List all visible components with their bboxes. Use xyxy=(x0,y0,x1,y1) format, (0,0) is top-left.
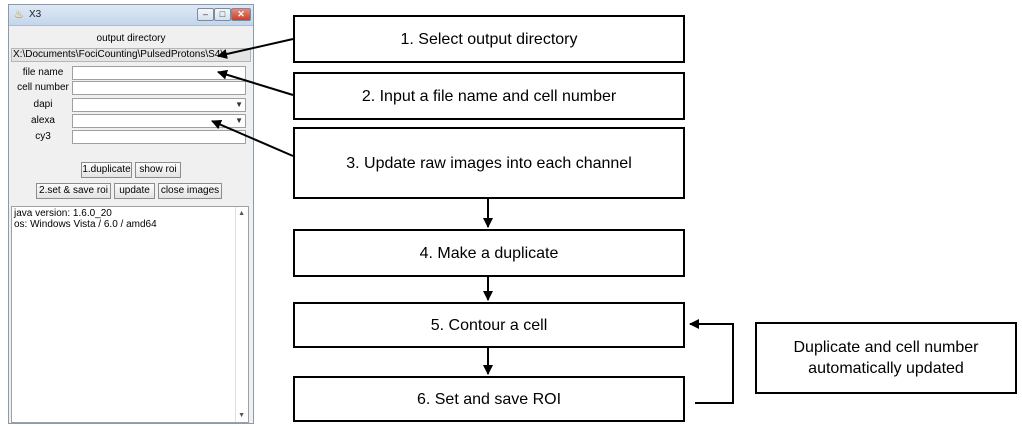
arrow-step1-to-path xyxy=(217,38,294,59)
step-4-box: 4. Make a duplicate xyxy=(293,229,685,277)
output-directory-path[interactable]: X:\Documents\FociCounting\PulsedProtons\… xyxy=(11,48,251,62)
scroll-down-icon[interactable]: ▼ xyxy=(238,412,245,419)
step-2-box: 2. Input a file name and cell number xyxy=(293,72,685,120)
java-cup-icon: ♨ xyxy=(14,9,24,21)
scroll-up-icon[interactable]: ▲ xyxy=(238,210,245,217)
step-1-box: 1. Select output directory xyxy=(293,15,685,63)
log-scrollbar[interactable]: ▲ ▼ xyxy=(235,207,248,422)
file-name-field[interactable] xyxy=(72,66,246,80)
cy3-field[interactable] xyxy=(72,130,246,144)
step-6-box: 6. Set and save ROI xyxy=(293,376,685,422)
file-name-label: file name xyxy=(22,67,64,78)
alexa-label: alexa xyxy=(31,115,55,126)
step-3-box: 3. Update raw images into each channel xyxy=(293,127,685,199)
cell-number-label: cell number xyxy=(17,82,69,93)
step-4-text: 4. Make a duplicate xyxy=(419,244,559,262)
output-directory-label: output directory xyxy=(96,33,166,44)
log-line: os: Windows Vista / 6.0 / amd64 xyxy=(14,219,157,230)
step-5-text: 5. Contour a cell xyxy=(430,316,548,334)
maximize-button[interactable]: □ xyxy=(214,8,231,21)
cell-number-field[interactable] xyxy=(72,81,246,95)
side-note-box: Duplicate and cell number automatically … xyxy=(755,322,1017,394)
arrow-loop-step6-to-step5 xyxy=(689,319,734,404)
side-note-text: Duplicate and cell number automatically … xyxy=(793,339,979,377)
dapi-label: dapi xyxy=(33,99,53,110)
title-bar[interactable]: ♨ X3 – □ ✕ xyxy=(9,5,253,26)
step-6-text: 6. Set and save ROI xyxy=(416,390,562,408)
duplicate-button[interactable]: 1.duplicate xyxy=(81,162,132,178)
app-window: ♨ X3 – □ ✕ output directory X:\Documents… xyxy=(8,4,254,424)
arrow-step3-to-channels xyxy=(211,119,294,157)
log-area[interactable]: java version: 1.6.0_20 os: Windows Vista… xyxy=(11,206,249,423)
set-save-roi-button[interactable]: 2.set & save roi xyxy=(36,183,111,199)
cy3-label: cy3 xyxy=(35,131,51,142)
log-line: java version: 1.6.0_20 xyxy=(14,208,112,219)
step-5-box: 5. Contour a cell xyxy=(293,302,685,348)
arrow-step2-to-fields xyxy=(217,69,294,96)
alexa-select[interactable]: ▼ xyxy=(72,114,246,128)
window-title: X3 xyxy=(29,9,42,20)
show-roi-button[interactable]: show roi xyxy=(135,162,181,178)
chevron-down-icon: ▼ xyxy=(235,100,243,109)
close-images-button[interactable]: close images xyxy=(158,183,222,199)
step-2-text: 2. Input a file name and cell number xyxy=(361,87,617,105)
minimize-button[interactable]: – xyxy=(197,8,214,21)
update-button[interactable]: update xyxy=(114,183,155,199)
step-3-text: 3. Update raw images into each channel xyxy=(346,154,632,172)
close-button[interactable]: ✕ xyxy=(231,8,251,21)
step-1-text: 1. Select output directory xyxy=(400,30,578,48)
chevron-down-icon: ▼ xyxy=(235,116,243,125)
dapi-select[interactable]: ▼ xyxy=(72,98,246,112)
